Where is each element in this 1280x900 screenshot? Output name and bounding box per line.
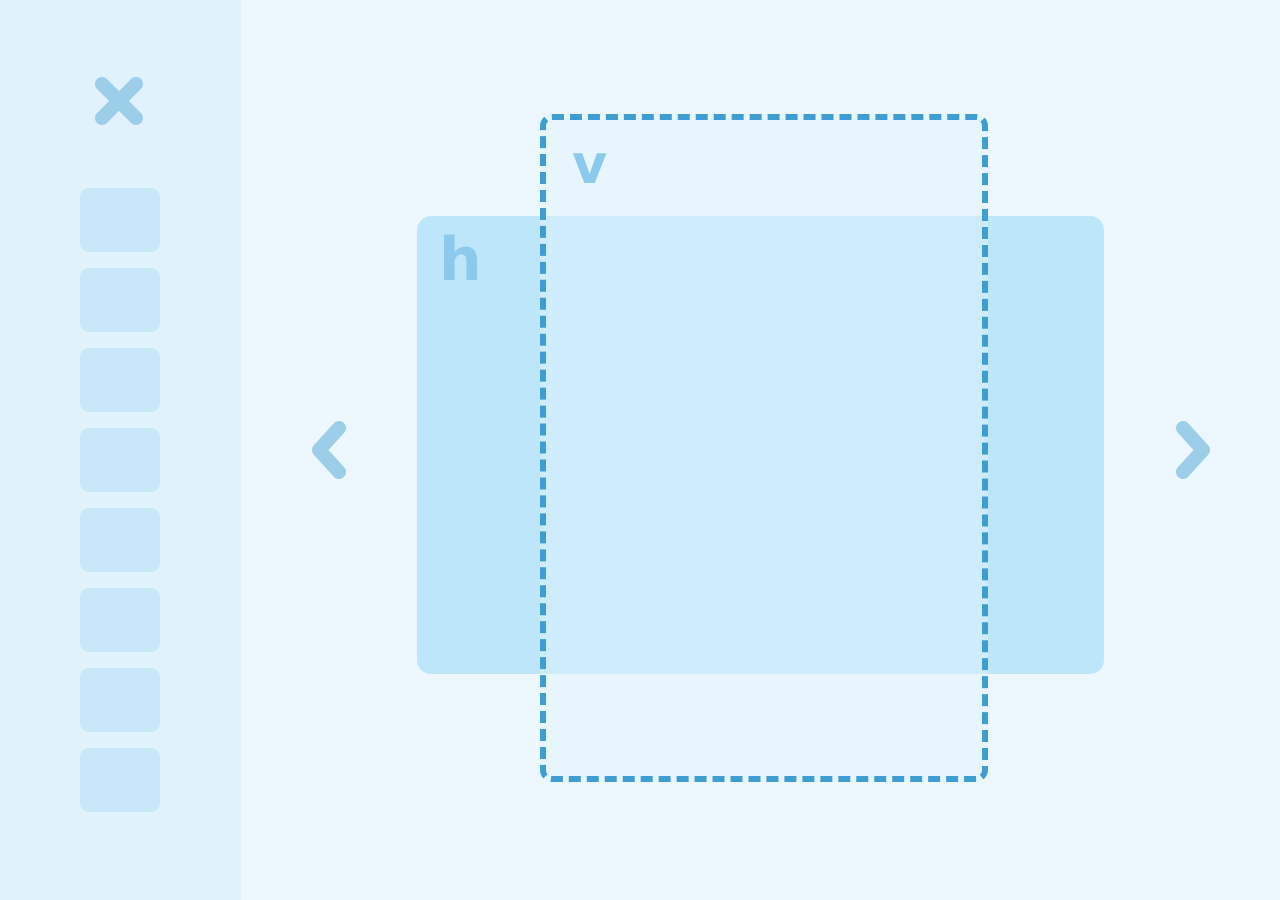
chevron-left-icon <box>312 421 346 479</box>
panel-h-label: h <box>439 225 482 295</box>
next-button[interactable] <box>1169 418 1213 482</box>
previous-button[interactable] <box>309 418 353 482</box>
panel-v[interactable]: v <box>540 114 988 782</box>
close-icon <box>95 77 143 125</box>
thumbnail-3[interactable] <box>80 348 160 412</box>
chevron-right-icon <box>1176 421 1210 479</box>
thumbnail-5[interactable] <box>80 508 160 572</box>
thumbnail-4[interactable] <box>80 428 160 492</box>
main-stage: h v <box>241 0 1280 900</box>
sidebar <box>0 0 241 900</box>
thumbnail-7[interactable] <box>80 668 160 732</box>
panel-v-label: v <box>572 133 608 196</box>
thumbnail-8[interactable] <box>80 748 160 812</box>
close-button[interactable] <box>90 72 148 130</box>
thumbnail-6[interactable] <box>80 588 160 652</box>
thumbnail-1[interactable] <box>80 188 160 252</box>
thumbnail-2[interactable] <box>80 268 160 332</box>
thumbnail-list <box>80 188 160 828</box>
panel-h[interactable]: h <box>417 216 1104 674</box>
